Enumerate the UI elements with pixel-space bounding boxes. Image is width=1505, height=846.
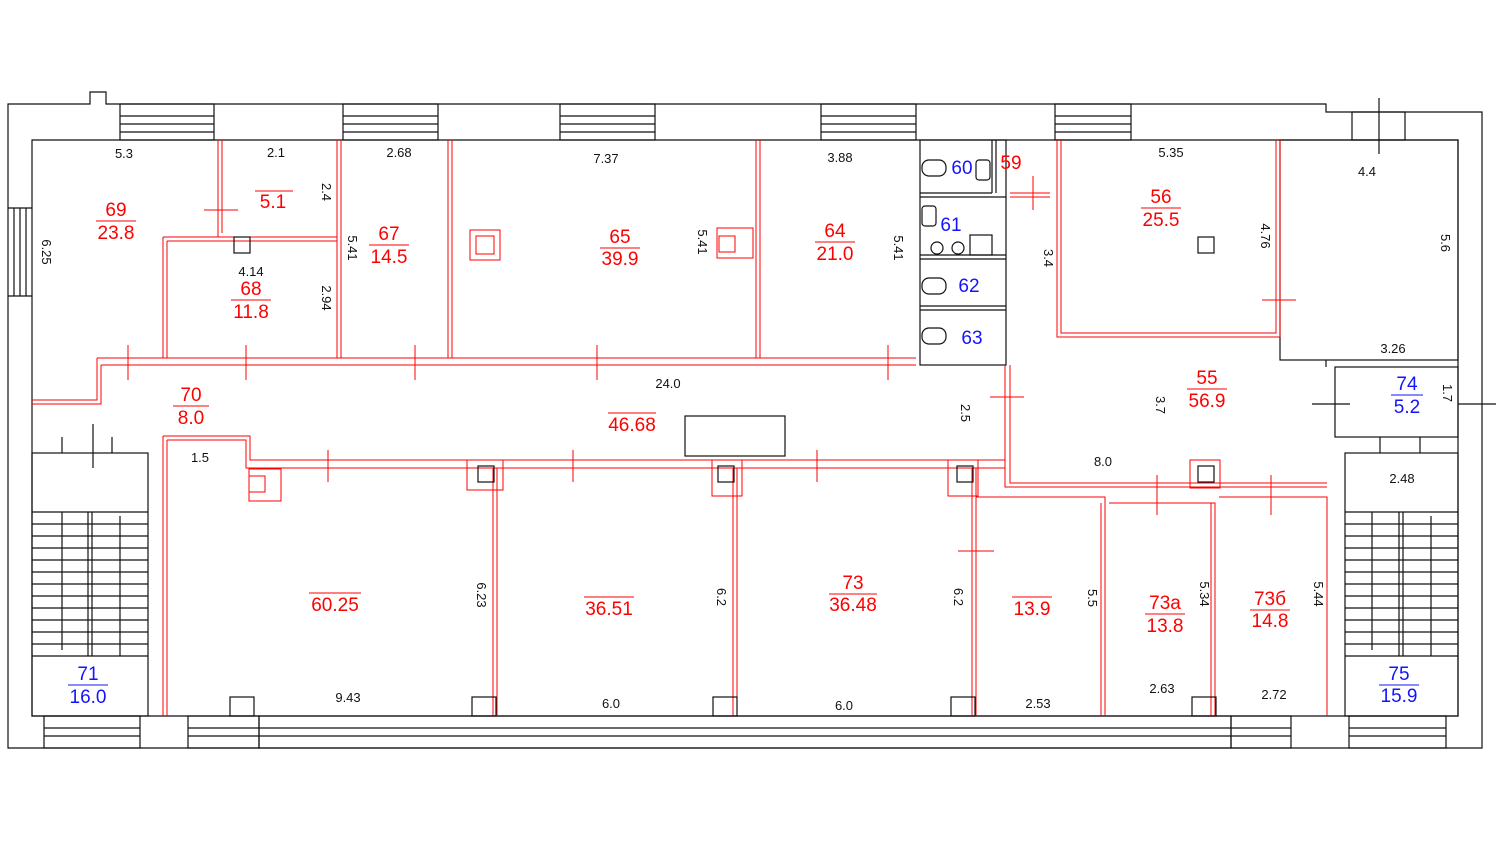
stairs-left: [32, 511, 148, 657]
room-area: 39.9: [602, 249, 639, 270]
room-area: 36.51: [585, 599, 633, 620]
dimension: 5.41: [345, 235, 360, 260]
dimension: 6.25: [39, 239, 54, 264]
room-number: 74: [1396, 374, 1418, 395]
dimension: 2.68: [386, 145, 411, 160]
dimension: 6.0: [602, 696, 620, 711]
dimension: 2.94: [319, 285, 334, 310]
dimension: 5.35: [1158, 145, 1183, 160]
dimension-labels: 5.3 2.1 2.68 7.37 3.88 5.35 4.4 6.25 2.4…: [39, 145, 1455, 713]
room-number: 73б: [1254, 589, 1286, 610]
room-number: 63: [961, 328, 982, 349]
dimension: 2.63: [1149, 681, 1174, 696]
columns: [229, 236, 1217, 717]
dimension: 7.37: [593, 151, 618, 166]
room-area: 5.2: [1394, 397, 1420, 418]
room-number: 55: [1196, 368, 1217, 389]
dimension: 6.2: [951, 588, 966, 606]
dimension: 4.14: [238, 264, 263, 279]
room-number: 69: [105, 200, 126, 221]
room-area: 13.9: [1014, 599, 1051, 620]
room-area: 23.8: [98, 223, 135, 244]
dimension: 9.43: [335, 690, 360, 705]
windows: [43, 98, 1447, 749]
dimension: 3.4: [1041, 249, 1056, 267]
red-partitions: [32, 140, 1328, 716]
exterior-walls: [7, 91, 1483, 749]
dimension: 5.41: [695, 229, 710, 254]
dimension: 1.7: [1440, 384, 1455, 402]
dimension: 2.53: [1025, 696, 1050, 711]
dimension: 5.34: [1197, 581, 1212, 606]
room-number: 67: [378, 224, 399, 245]
room-number: 60: [951, 158, 972, 179]
dimension: 6.0: [835, 698, 853, 713]
dimension: 2.48: [1389, 471, 1414, 486]
dimension: 8.0: [1094, 454, 1112, 469]
room-number: 61: [940, 215, 961, 236]
sanitary-fixtures: [921, 159, 993, 345]
room-area: 13.8: [1147, 616, 1184, 637]
dimension: 3.26: [1380, 341, 1405, 356]
room-area: 21.0: [817, 244, 854, 265]
room-area: 46.68: [608, 415, 656, 436]
room-area: 60.25: [311, 595, 359, 616]
dimension: 1.5: [191, 450, 209, 465]
dimension: 5.44: [1311, 581, 1326, 606]
dimension: 2.1: [267, 145, 285, 160]
room-number: 71: [77, 664, 98, 685]
room-number: 73: [842, 573, 863, 594]
dimension: 5.3: [115, 146, 133, 161]
room-area: 11.8: [233, 302, 269, 323]
stairs-right: [1345, 511, 1458, 657]
room-number: 75: [1388, 664, 1409, 685]
room-area: 16.0: [70, 687, 107, 708]
dimension: 2.5: [958, 404, 973, 422]
room-number: 56: [1150, 187, 1171, 208]
room-area: 14.8: [1252, 611, 1289, 632]
dimension: 4.76: [1258, 223, 1273, 248]
room-area: 8.0: [178, 408, 204, 429]
dimension: 24.0: [655, 376, 680, 391]
room-area: 14.5: [371, 247, 408, 268]
dimension: 3.7: [1153, 396, 1168, 414]
room-number: 65: [609, 227, 630, 248]
room-area: 36.48: [829, 595, 877, 616]
dimension: 2.4: [319, 183, 334, 201]
dimension: 6.2: [714, 588, 729, 606]
dimension: 2.72: [1261, 687, 1286, 702]
room-number: 62: [958, 276, 979, 297]
dimension: 3.88: [827, 150, 852, 165]
room-number: 64: [824, 221, 846, 242]
room-number: 70: [180, 385, 201, 406]
room-labels: 69 23.8 5.1 68 11.8 67 14.5 65 39.9 64 2…: [68, 153, 1423, 708]
dimension: 6.23: [474, 582, 489, 607]
room-number: 73а: [1149, 593, 1181, 614]
room-area: 15.9: [1381, 686, 1418, 707]
room-number: 59: [1000, 153, 1021, 174]
dimension: 5.5: [1085, 589, 1100, 607]
room-area: 25.5: [1143, 210, 1180, 231]
dimension: 5.6: [1438, 234, 1453, 252]
room-area: 56.9: [1189, 391, 1226, 412]
room-number: 68: [240, 279, 261, 300]
dimension: 5.41: [891, 235, 906, 260]
dimension: 4.4: [1358, 164, 1376, 179]
room-area: 5.1: [260, 192, 286, 213]
